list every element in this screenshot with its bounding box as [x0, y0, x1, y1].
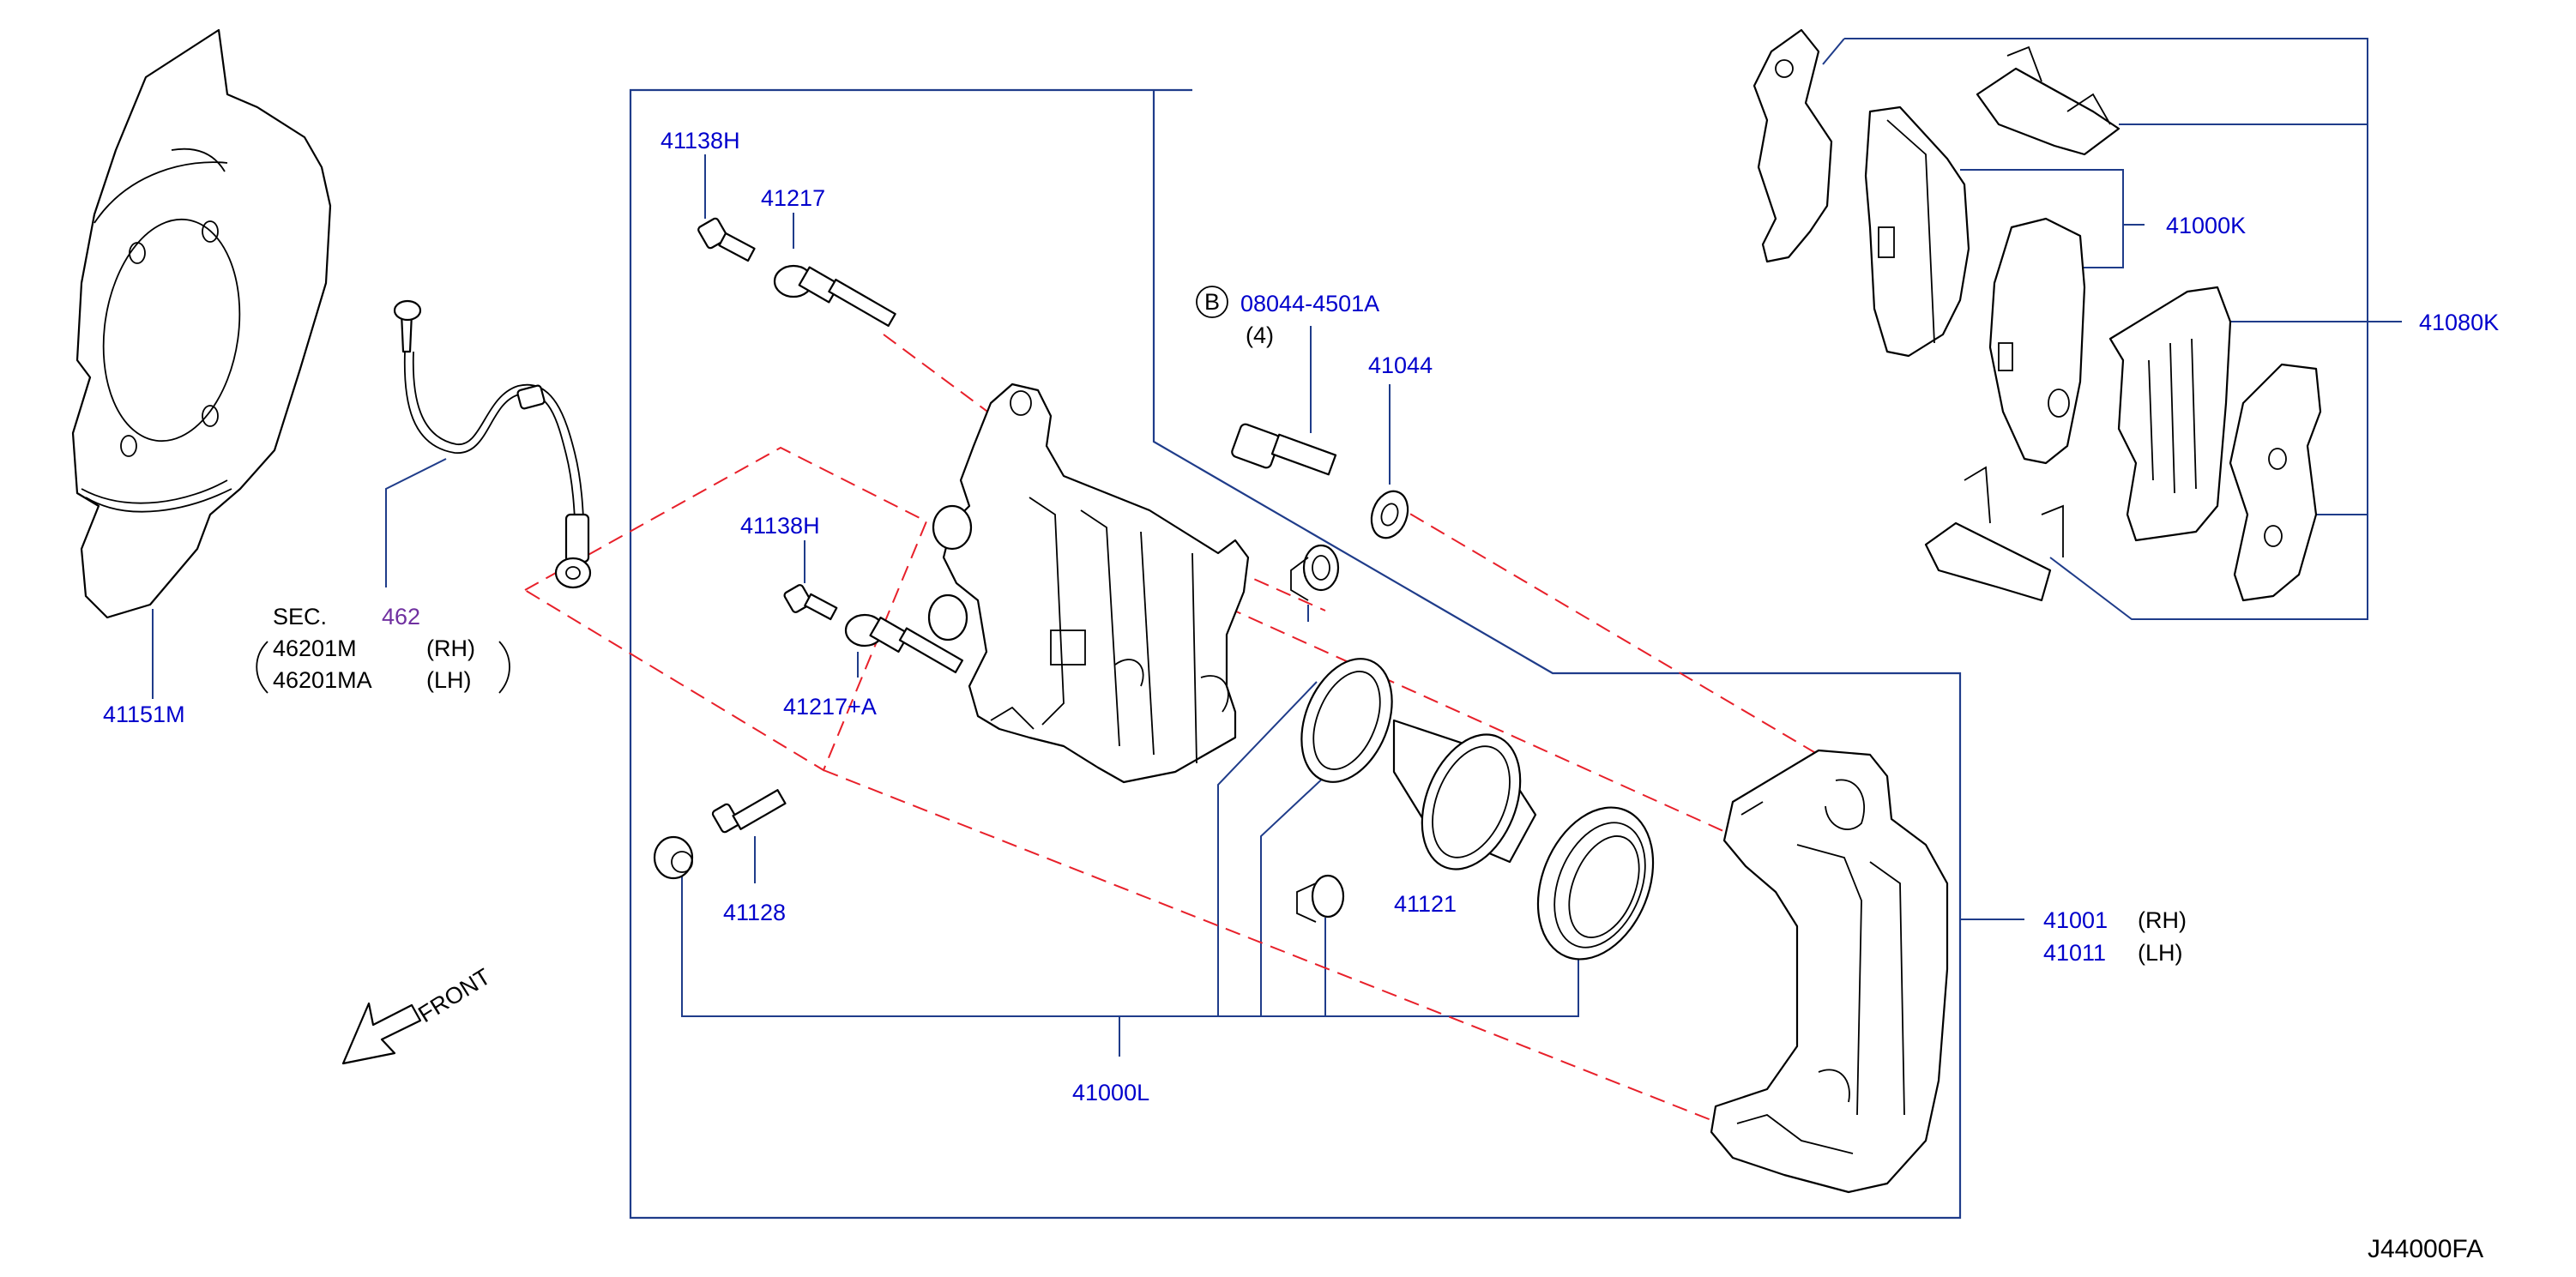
piston-boot: [1536, 806, 1655, 961]
label-41121: 41121: [1394, 891, 1457, 917]
label-41151m: 41151M: [103, 702, 185, 727]
label-41044: 41044: [1368, 352, 1433, 378]
bleeder-cap-41128: [653, 789, 787, 880]
label-41080k: 41080K: [2419, 310, 2499, 335]
front-direction-arrow-icon: [341, 1002, 422, 1065]
brake-hose: [393, 299, 592, 589]
hose-part-rh: 46201M: [273, 635, 357, 661]
pad-retainer-clips-bottom: [1924, 466, 2064, 602]
left-paren-icon: [256, 641, 268, 694]
dust-seal: [1290, 544, 1340, 601]
brake-pad-outer: [1864, 105, 1970, 358]
hose-part-lh-side: (LH): [426, 667, 472, 693]
label-41217a: 41217+A: [783, 694, 877, 720]
anti-squeal-shim-41080k: [2108, 286, 2232, 542]
bleeder-screw-41138h-mid: [783, 584, 838, 621]
circle-b-marker-icon: [1196, 286, 1228, 318]
pad-retainer-clips-top: [1976, 45, 2121, 156]
leader-lines: [152, 38, 2402, 1220]
front-label: FRONT: [413, 963, 495, 1027]
caliper-bracket-41001: [1710, 749, 1949, 1194]
label-41138h-top: 41138H: [661, 128, 740, 154]
label-41000k: 41000K: [2166, 213, 2246, 238]
label-41217: 41217: [761, 185, 825, 211]
hose-section-reference: SEC. 462 46201M (RH) 46201MA (LH): [256, 604, 510, 694]
label-41001: 41001: [2043, 907, 2108, 933]
hose-part-rh-side: (RH): [426, 635, 475, 661]
hose-part-lh: 46201MA: [273, 667, 372, 693]
label-41001-side: (RH): [2138, 907, 2187, 933]
alignment-lines: [523, 334, 1819, 1124]
backing-plate: [71, 28, 332, 619]
label-41011-side: (LH): [2138, 940, 2183, 966]
anti-squeal-shim-inner: [2229, 363, 2322, 602]
caliper-body: [927, 382, 1250, 784]
sec-label: SEC.: [273, 604, 327, 629]
washer-41044: [1370, 490, 1409, 539]
piston-41121: [1392, 719, 1537, 870]
label-41138h-mid: 41138H: [740, 513, 820, 539]
label-41000l: 41000L: [1072, 1080, 1149, 1105]
sec-number: 462: [382, 604, 420, 629]
label-08044-4501a: 08044-4501A: [1240, 291, 1379, 316]
right-paren-icon: [498, 641, 510, 694]
guide-pin-41217a: [844, 613, 964, 674]
anti-squeal-shim-outer: [1753, 28, 1833, 263]
label-41011: 41011: [2043, 940, 2106, 966]
label-08044-qty: (4): [1246, 322, 1274, 348]
bleeder-screw-41138h-top: [697, 217, 756, 262]
piston-seal: [1300, 658, 1393, 783]
label-circle-b: B: [1204, 289, 1220, 315]
diagram-code: J44000FA: [2368, 1235, 2483, 1263]
label-41128: 41128: [723, 900, 786, 925]
dust-seal-lower: [1296, 874, 1345, 923]
guide-pin-41217: [773, 264, 896, 328]
part-labels: 41138H 41217 B 08044-4501A (4) 41044 410…: [103, 128, 2499, 1105]
caliper-assembly-box: [629, 88, 1962, 1220]
mounting-bolt-08044: [1231, 423, 1337, 476]
brake-pad-inner: [1988, 217, 2086, 465]
pad-kit-box: [1844, 38, 2368, 620]
